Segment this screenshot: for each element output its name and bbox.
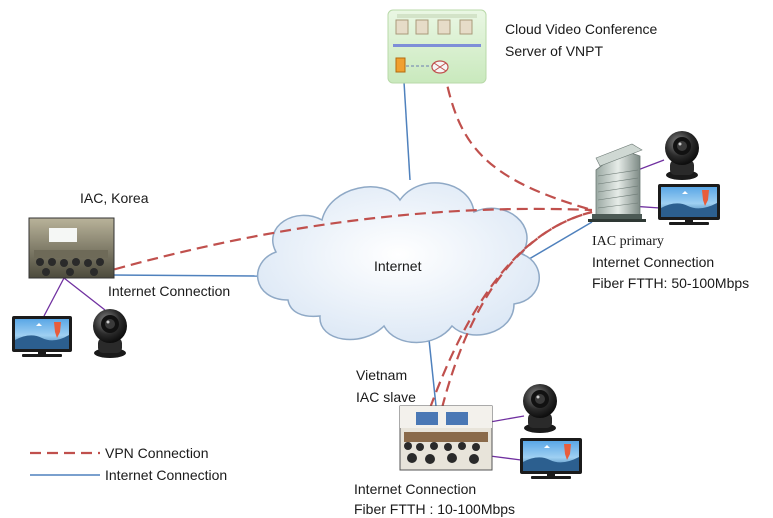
primary-monitor-icon	[658, 184, 720, 225]
firewall-icon	[395, 57, 406, 73]
vpn-vietnam-server	[428, 210, 593, 409]
vietnam-label-line4: Fiber FTTH : 10-100Mbps	[354, 501, 516, 517]
vpn-korea-primary	[97, 207, 593, 276]
vietnam-label-line1: Vietnam	[356, 367, 408, 383]
router-icon	[431, 60, 449, 74]
vietnam-monitor-icon	[520, 438, 582, 479]
link-korea-room-monitor	[43, 277, 65, 317]
server-icon	[395, 19, 473, 35]
legend-vpn-label: VPN Connection	[105, 445, 209, 461]
internet-cloud	[256, 182, 540, 344]
server-panel	[387, 9, 487, 84]
primary-label-line3: Fiber FTTH: 50-100Mbps	[592, 275, 750, 291]
server-title-line1: Cloud Video Conference	[505, 21, 658, 37]
korea-meeting-room-photo	[28, 217, 115, 279]
primary-label-line1: IAC primary	[592, 234, 664, 249]
link-vietnam-cloud	[427, 329, 437, 407]
server-title-line2: Server of VNPT	[505, 43, 604, 59]
korea-monitor-icon	[12, 316, 72, 357]
vietnam-meeting-room-photo	[399, 405, 493, 471]
vietnam-camera-icon	[523, 384, 557, 433]
internet-connections	[109, 81, 593, 407]
korea-label: IAC, Korea	[80, 190, 149, 206]
link-primary-cloud	[523, 221, 593, 263]
link-korea-room-camera	[63, 277, 106, 311]
link-korea-cloud	[109, 274, 263, 277]
vpn-vietnam-primary	[440, 210, 593, 409]
iac-primary-building-icon	[588, 143, 646, 222]
vietnam-label-line2: IAC slave	[356, 389, 416, 405]
primary-camera-icon	[665, 131, 699, 180]
link-vietnam-camera	[489, 415, 525, 423]
vietnam-label-line3: Internet Connection	[354, 481, 477, 497]
vpn-connections	[97, 69, 593, 409]
link-server-cloud	[403, 81, 411, 181]
link-vietnam-monitor	[489, 455, 522, 461]
legend	[30, 451, 100, 476]
cloud-label: Internet	[374, 258, 422, 274]
primary-label-line2: Internet Connection	[592, 254, 715, 270]
korea-camera-icon	[93, 309, 127, 358]
korea-link-label: Internet Connection	[108, 283, 231, 299]
legend-internet-label: Internet Connection	[105, 467, 228, 483]
vpn-server-primary	[442, 69, 593, 212]
